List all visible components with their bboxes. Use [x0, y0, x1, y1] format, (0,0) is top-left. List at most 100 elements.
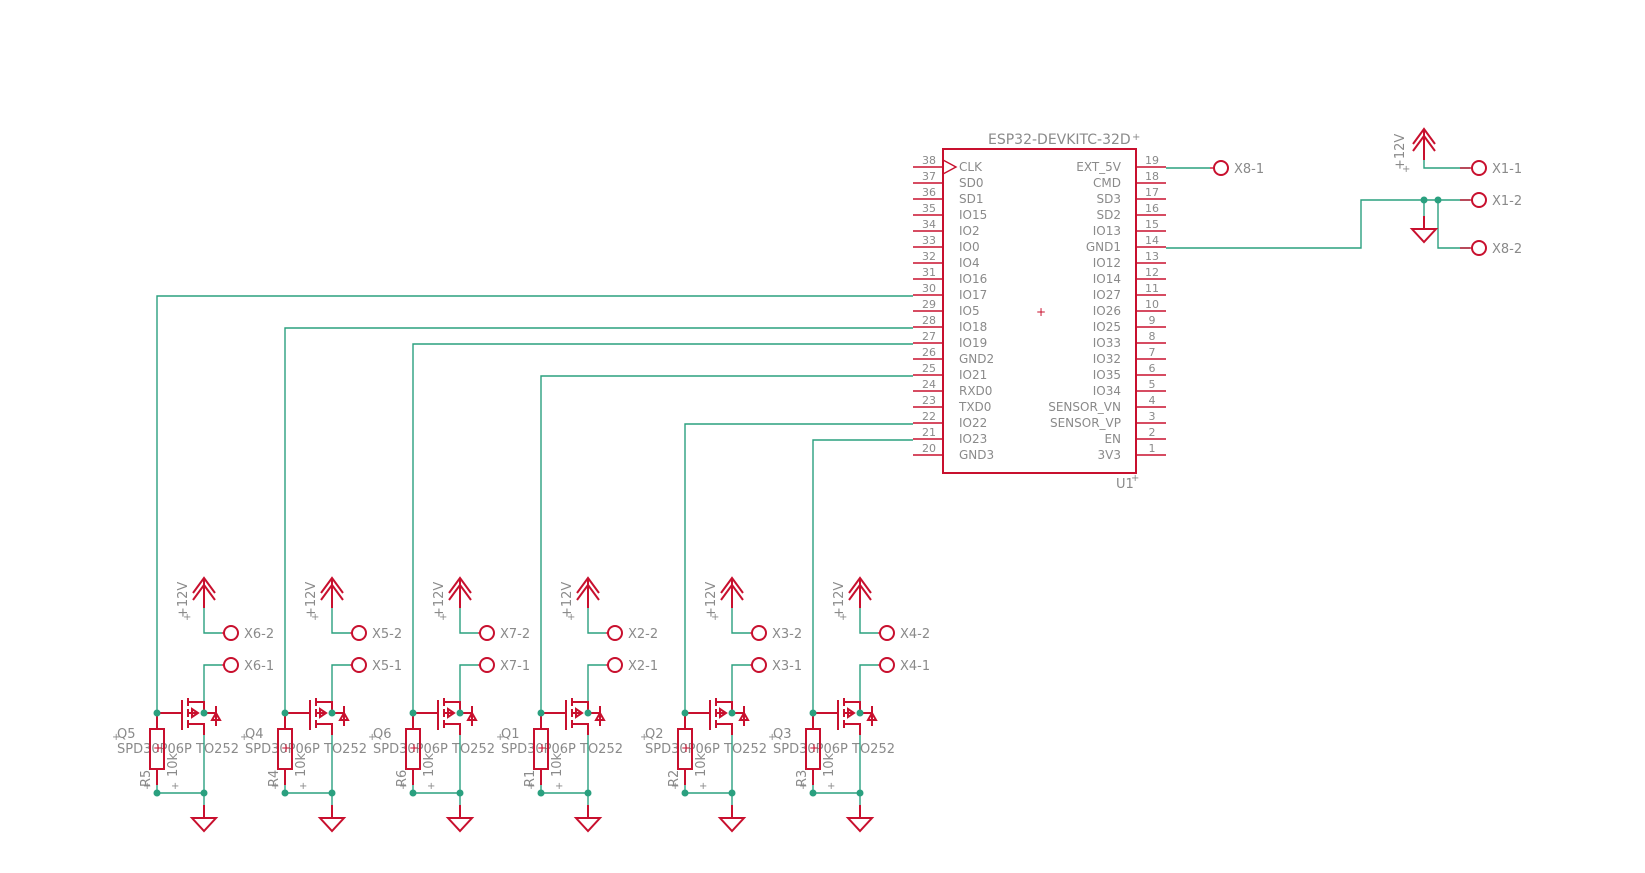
connector-x2-1[interactable]: X2-1: [606, 657, 658, 674]
wire-gnd: [284, 785, 332, 794]
wire-gnd: [684, 785, 732, 794]
esp32-pin-2[interactable]: 2EN: [1104, 426, 1166, 446]
connector-x8-1[interactable]: X8-1: [1210, 160, 1264, 177]
connector-x7-2[interactable]: X7-2: [478, 625, 530, 642]
junction: [281, 789, 289, 797]
pin-number: 17: [1145, 186, 1159, 199]
connector-pad-icon: [1471, 192, 1487, 208]
resistor-ref: R3: [795, 770, 810, 787]
wire-pin28: [284, 327, 913, 713]
connector-x5-1[interactable]: X5-1: [350, 657, 402, 674]
pin-name: IO27: [1093, 288, 1121, 302]
origin-mark: +: [496, 732, 504, 743]
connector-label: X1-1: [1492, 162, 1522, 177]
pin-number: 28: [922, 314, 936, 327]
junction: [584, 789, 592, 797]
pin-name: IO21: [959, 368, 987, 382]
connector-pad-icon: [607, 657, 623, 673]
svg-text:+: +: [681, 741, 691, 755]
origin-mark: +: [527, 781, 535, 792]
origin-mark: +: [311, 612, 319, 623]
clock-marker: [942, 159, 958, 175]
connector-x2-2[interactable]: X2-2: [606, 625, 658, 642]
wire-supply: [859, 608, 878, 634]
pin-name: CMD: [1093, 176, 1121, 190]
connector-x3-1[interactable]: X3-1: [750, 657, 802, 674]
connector-pad-icon: [751, 625, 767, 641]
connector-x6-1[interactable]: X6-1: [222, 657, 274, 674]
connector-x7-1[interactable]: X7-1: [478, 657, 530, 674]
connector-x1-2[interactable]: X1-2: [1460, 192, 1522, 209]
wire-supply: [331, 608, 350, 634]
pin-name: SD0: [959, 176, 984, 190]
connector-x3-2[interactable]: X3-2: [750, 625, 802, 642]
junction: [809, 789, 817, 797]
connector-x5-2[interactable]: X5-2: [350, 625, 402, 642]
junction: [584, 709, 592, 717]
wire-drain: [203, 664, 222, 713]
pin-name: SD1: [959, 192, 984, 206]
connector-x4-1[interactable]: X4-1: [878, 657, 930, 674]
connector-pad-icon: [1471, 160, 1487, 176]
wire-pin30: [156, 295, 913, 713]
connector-x6-2[interactable]: X6-2: [222, 625, 274, 642]
mosfet-part: SPD30P06P TO252: [117, 742, 239, 757]
connector-x1-1[interactable]: X1-1: [1460, 160, 1522, 177]
mosfet-ref: Q2: [645, 727, 664, 742]
pin-number: 24: [922, 378, 936, 391]
connector-x4-2[interactable]: X4-2: [878, 625, 930, 642]
wire-pin22: [684, 423, 913, 713]
supply-label: +12V: [176, 582, 191, 618]
connector-x8-2[interactable]: X8-2: [1460, 240, 1522, 257]
wire-supply: [459, 608, 478, 634]
origin-mark: +: [1402, 164, 1410, 175]
junction: [153, 709, 161, 717]
supply-12v-icon: [848, 576, 872, 608]
pin-number: 16: [1145, 202, 1159, 215]
